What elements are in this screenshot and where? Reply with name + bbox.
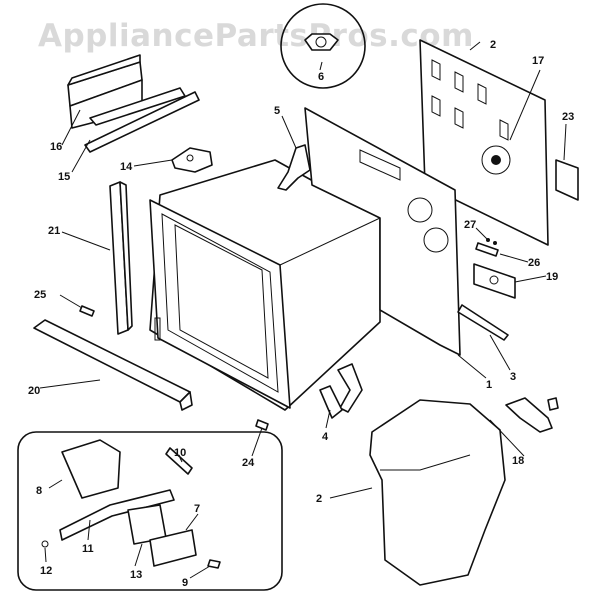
callout-21: 21 — [48, 225, 60, 237]
callout-11: 11 — [82, 543, 94, 555]
callout-27: 27 — [464, 219, 476, 231]
callout-1: 1 — [486, 379, 492, 391]
callout-6: 6 — [318, 71, 324, 83]
part-2-insulation — [369, 399, 506, 586]
callout-2-insulation: 2 — [316, 493, 322, 505]
part-15-strip — [84, 87, 200, 153]
callout-16: 16 — [50, 141, 62, 153]
part-19-box — [473, 263, 516, 299]
part-23-plate — [555, 159, 579, 201]
callout-20: 20 — [28, 385, 40, 397]
callout-26: 26 — [528, 257, 540, 269]
part-5-tube — [277, 144, 311, 191]
oven-cavity — [149, 159, 381, 411]
callout-10: 10 — [174, 447, 186, 459]
part-21-trim — [109, 181, 133, 335]
callout-5: 5 — [274, 105, 280, 117]
callout-19: 19 — [546, 271, 558, 283]
callout-17: 17 — [532, 55, 544, 67]
part-14 — [171, 147, 213, 173]
callout-2-back-panel: 2 — [490, 39, 496, 51]
part-26-27 — [475, 238, 499, 257]
callout-13: 13 — [130, 569, 142, 581]
part-18-hose — [505, 397, 559, 433]
callout-14: 14 — [120, 161, 133, 173]
callout-8: 8 — [36, 485, 42, 497]
callout-labels: 1 2 2 3 4 5 6 7 8 9 10 11 12 13 14 15 16… — [28, 39, 574, 589]
callout-4: 4 — [322, 431, 329, 443]
part-4-hinge — [319, 363, 363, 419]
callout-7: 7 — [194, 503, 200, 515]
part-25-screw — [79, 305, 95, 317]
callout-23: 23 — [562, 111, 574, 123]
callout-9: 9 — [182, 577, 188, 589]
callout-24: 24 — [242, 457, 255, 469]
watermark: AppliancePartsPros.com — [38, 18, 474, 54]
part-6-inset — [280, 3, 366, 89]
callout-25: 25 — [34, 289, 46, 301]
callout-15: 15 — [58, 171, 70, 183]
chassis-panel — [304, 107, 461, 356]
leader-lines — [39, 41, 567, 579]
part-24-screw — [255, 419, 269, 431]
callout-3: 3 — [510, 371, 516, 383]
part-3-rail — [457, 304, 509, 341]
part-20-trim — [33, 319, 193, 411]
inset-box — [17, 431, 283, 591]
callout-12: 12 — [40, 565, 52, 577]
part-16-bracket — [67, 54, 143, 129]
callout-18: 18 — [512, 455, 524, 467]
